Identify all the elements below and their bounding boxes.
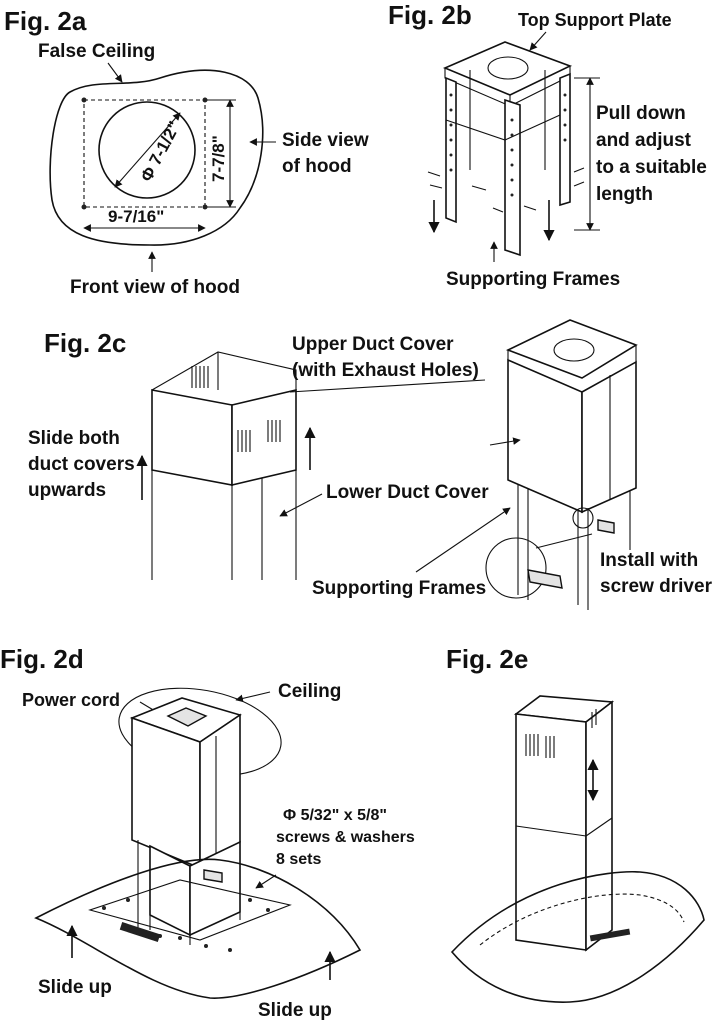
install-label-line1: Install with [600, 550, 698, 571]
install-label-line2: screw driver [600, 576, 713, 597]
screw-holes [102, 898, 270, 952]
exhaust-holes [525, 709, 597, 758]
fig-2c: Fig. 2c Upper Duct Cover (with Exhaust H… [28, 319, 713, 610]
supporting-frames-label: Supporting Frames [312, 578, 486, 599]
screws [427, 167, 585, 213]
slide-label-line2: duct covers [28, 454, 135, 475]
slide-label-line1: Slide both [28, 428, 120, 449]
fig-2d: Fig. 2d Power cord Ceiling Φ 5/32" x 5/8… [0, 644, 415, 1021]
upper-duct-cover-assembled [507, 358, 583, 514]
lower-duct-arrow [279, 493, 323, 517]
false-ceiling-arrow [107, 62, 123, 83]
duct-side-face [585, 700, 613, 952]
fig-2b: Fig. 2b Top Support Plate [388, 0, 707, 290]
supporting-frame-front [504, 98, 521, 257]
duct-opening-circle [98, 101, 196, 199]
upper-duct-cover-side [581, 360, 637, 514]
fig-2e-title: Fig. 2e [446, 644, 528, 674]
supporting-frames-label: Supporting Frames [446, 269, 620, 290]
duct-front-face [131, 716, 201, 870]
duct-opening [166, 707, 208, 727]
glass-canopy [450, 870, 705, 1003]
duct-join-line [585, 817, 613, 837]
pull-down-label-line1: Pull down [596, 103, 686, 124]
zoom-leader [535, 533, 593, 549]
slide-up-label-left: Slide up [38, 977, 112, 998]
duct-join-line [515, 825, 587, 837]
supporting-frames-arrow [415, 507, 511, 573]
top-support-plate [442, 41, 573, 96]
screws-label-line3: 8 sets [276, 851, 321, 868]
upper-duct-arrow [489, 437, 521, 446]
pull-down-label-line3: to a suitable [596, 157, 707, 178]
fig-2a-title: Fig. 2a [4, 6, 87, 36]
plate-opening [487, 56, 529, 80]
upper-duct-label-line2: (with Exhaust Holes) [292, 360, 479, 381]
upper-duct-cover-left-face [151, 389, 233, 486]
hood-outline-dashed [479, 893, 685, 946]
screws-label-line2: screws & washers [276, 829, 415, 846]
control-panel [119, 922, 161, 942]
side-view-label-line1: Side view [282, 130, 369, 151]
slide-up-label-right: Slide up [258, 1000, 332, 1021]
fig-2b-title: Fig. 2b [388, 0, 472, 30]
hood-body [88, 879, 292, 941]
screwdriver-icon [527, 569, 563, 589]
top-plate-arrow [529, 31, 547, 51]
ceiling-arrow [235, 691, 271, 703]
screw-detail-zoom [485, 537, 547, 599]
screwdriver-icon [203, 869, 223, 883]
power-cord-label: Power cord [22, 690, 120, 710]
upper-duct-cover-top [151, 351, 297, 391]
upper-duct-leader [289, 379, 486, 393]
exhaust-holes [191, 366, 281, 452]
lower-duct-label: Lower Duct Cover [326, 482, 489, 503]
pull-down-label-line2: and adjust [596, 130, 692, 151]
screw-detail-marker [572, 507, 594, 529]
corner-hole [81, 97, 87, 103]
height-label: 7-7/8" [209, 135, 228, 182]
false-ceiling-outline [49, 69, 264, 246]
lower-duct-cover [151, 470, 297, 580]
ceiling-label: Ceiling [278, 681, 341, 702]
fig-2c-title: Fig. 2c [44, 328, 126, 358]
frame-holes [449, 93, 567, 197]
diameter-label: Φ 7-1/2" [137, 118, 185, 185]
fig-2a: Fig. 2a False Ceiling Φ 7-1/2" 7-7/8" 9-… [4, 6, 369, 298]
corner-hole [202, 97, 208, 103]
screws-arrow [255, 874, 277, 889]
plate-opening [553, 338, 595, 362]
top-support-plate-label: Top Support Plate [518, 10, 672, 30]
corner-hole [202, 204, 208, 210]
supporting-frames-legs [517, 484, 631, 610]
duct-edge [507, 345, 637, 500]
supporting-frame-back [469, 70, 546, 170]
upper-duct-label-line1: Upper Duct Cover [292, 334, 454, 355]
diameter-dimension-line [114, 112, 181, 188]
control-panel [589, 928, 631, 942]
corner-hole [81, 204, 87, 210]
slide-label-line3: upwards [28, 480, 106, 501]
false-ceiling-label: False Ceiling [38, 41, 155, 62]
hood-footprint-rect [83, 99, 206, 208]
screwdriver-icon [597, 519, 615, 534]
front-view-label: Front view of hood [70, 277, 240, 298]
screws-label-line1: Φ 5/32" x 5/8" [283, 807, 387, 824]
glass-canopy [34, 858, 362, 999]
supporting-frame-left [445, 76, 457, 224]
side-view-label-line2: of hood [282, 156, 352, 177]
fig-2d-title: Fig. 2d [0, 644, 84, 674]
pull-down-label-line4: length [596, 184, 653, 205]
fig-2e: Fig. 2e [446, 644, 705, 1003]
width-label: 9-7/16" [108, 207, 164, 226]
frame-crossbar [445, 114, 561, 141]
